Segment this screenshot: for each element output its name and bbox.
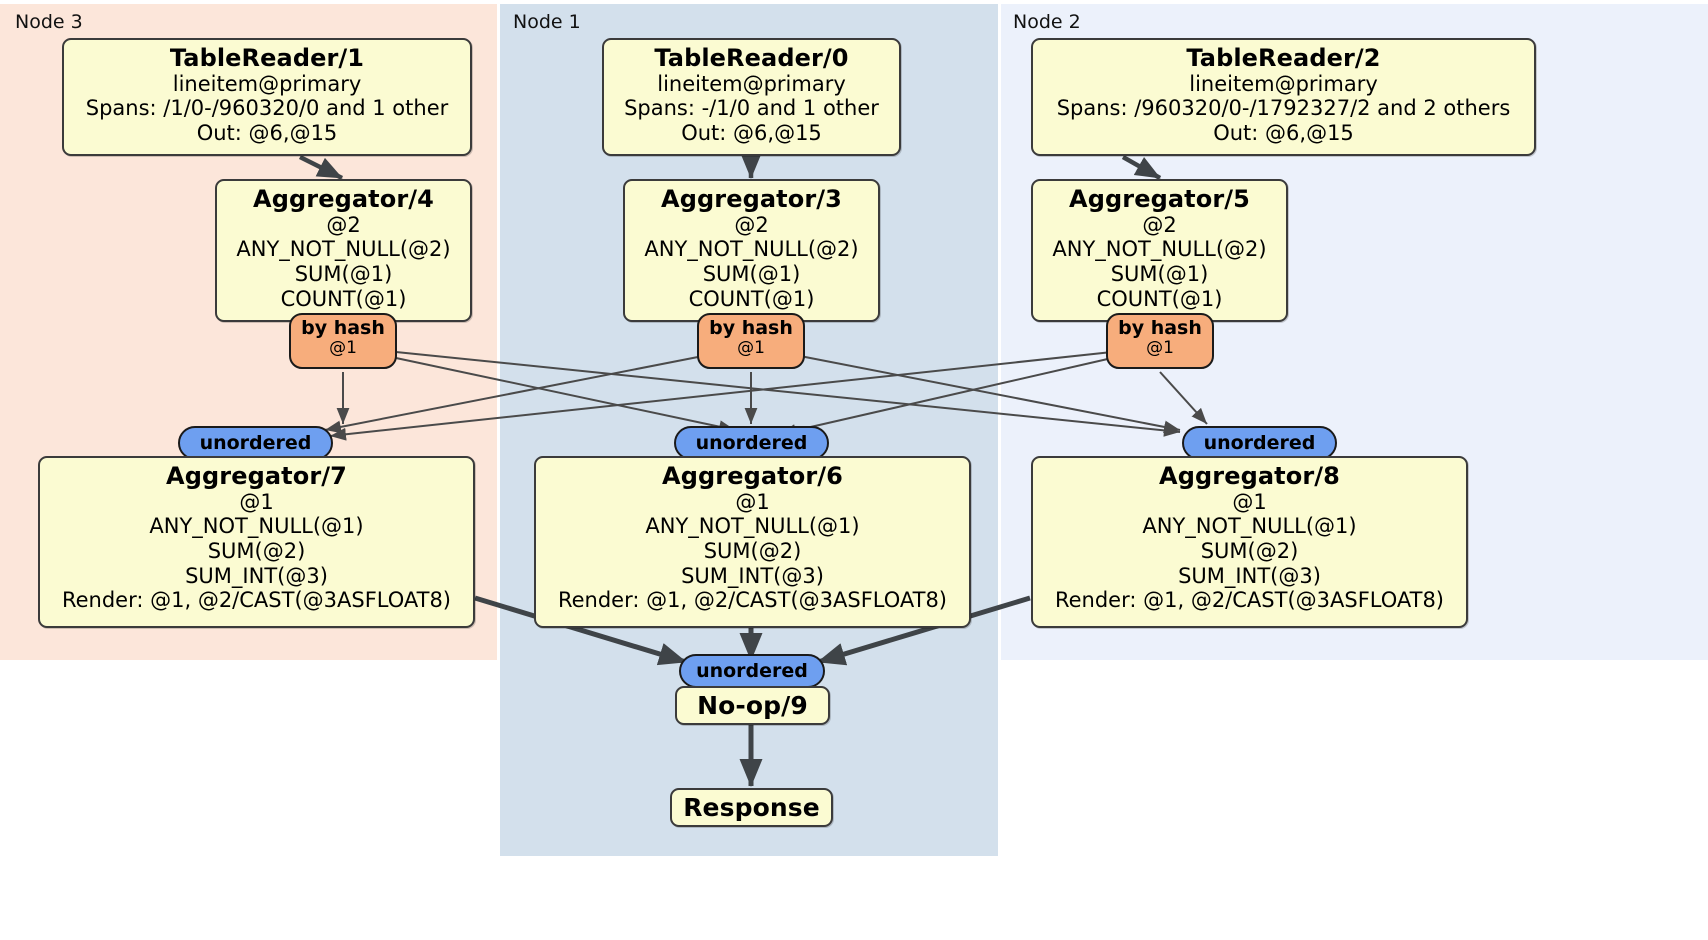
router-by-hash-middle[interactable]: by hash @1	[697, 313, 805, 369]
router-label: by hash	[709, 317, 793, 339]
processor-aggregator-7[interactable]: Aggregator/7 @1 ANY_NOT_NULL(@1) SUM(@2)…	[38, 456, 475, 628]
processor-detail-line: ANY_NOT_NULL(@1)	[645, 514, 860, 539]
processor-detail-line: SUM(@1)	[702, 262, 801, 286]
processor-title: TableReader/0	[654, 44, 849, 72]
synchronizer-unordered-left[interactable]: unordered	[178, 426, 333, 460]
processor-detail-line: SUM(@2)	[207, 539, 306, 563]
processor-detail-line: SUM_INT(@3)	[1178, 563, 1321, 588]
processor-aggregator-3[interactable]: Aggregator/3 @2 ANY_NOT_NULL(@2) SUM(@1)…	[623, 179, 880, 322]
node-label-node3: Node 3	[15, 11, 83, 33]
processor-aggregator-6[interactable]: Aggregator/6 @1 ANY_NOT_NULL(@1) SUM(@2)…	[534, 456, 971, 628]
processor-detail-line: @2	[734, 212, 769, 237]
processor-render-line: Render: @1, @2/CAST(@3ASFLOAT8)	[557, 588, 948, 613]
processor-aggregator-8[interactable]: Aggregator/8 @1 ANY_NOT_NULL(@1) SUM(@2)…	[1031, 456, 1468, 628]
router-label: by hash	[1118, 317, 1202, 339]
router-label: by hash	[301, 317, 385, 339]
processor-title: Aggregator/5	[1069, 185, 1250, 213]
processor-aggregator-4[interactable]: Aggregator/4 @2 ANY_NOT_NULL(@2) SUM(@1)…	[215, 179, 472, 322]
processor-detail-line: Spans: -/1/0 and 1 other	[624, 96, 879, 121]
processor-detail-line: COUNT(@1)	[1096, 286, 1223, 311]
processor-detail-line: SUM_INT(@3)	[185, 563, 328, 588]
synchronizer-unordered-final[interactable]: unordered	[679, 654, 825, 688]
processor-detail-line: COUNT(@1)	[280, 286, 407, 311]
processor-detail-line: COUNT(@1)	[688, 286, 815, 311]
processor-detail-line: ANY_NOT_NULL(@2)	[1052, 237, 1267, 262]
processor-title: Aggregator/6	[662, 462, 843, 490]
synchronizer-label: unordered	[696, 660, 808, 682]
processor-detail-line: ANY_NOT_NULL(@1)	[149, 514, 364, 539]
processor-detail-line: Spans: /960320/0-/1792327/2 and 2 others	[1056, 96, 1511, 121]
router-column: @1	[329, 337, 357, 358]
processor-title: Aggregator/8	[1159, 462, 1340, 490]
synchronizer-unordered-right[interactable]: unordered	[1182, 426, 1337, 460]
router-column: @1	[737, 337, 765, 358]
processor-response[interactable]: Response	[670, 788, 833, 827]
processor-detail-line: @1	[735, 489, 770, 514]
processor-aggregator-5[interactable]: Aggregator/5 @2 ANY_NOT_NULL(@2) SUM(@1)…	[1031, 179, 1288, 322]
processor-render-line: Render: @1, @2/CAST(@3ASFLOAT8)	[61, 588, 452, 613]
processor-tablereader-2[interactable]: TableReader/2 lineitem@primary Spans: /9…	[1031, 38, 1536, 156]
processor-title: TableReader/2	[1186, 44, 1381, 72]
processor-detail-line: Out: @6,@15	[681, 121, 822, 145]
processor-tablereader-1[interactable]: TableReader/1 lineitem@primary Spans: /1…	[62, 38, 472, 156]
synchronizer-label: unordered	[695, 432, 808, 454]
processor-detail-line: Out: @6,@15	[1213, 121, 1354, 145]
processor-detail-line: lineitem@primary	[1189, 71, 1378, 96]
processor-detail-line: SUM(@2)	[703, 539, 802, 563]
processor-title: TableReader/1	[169, 44, 365, 72]
processor-detail-line: ANY_NOT_NULL(@2)	[644, 237, 859, 262]
processor-detail-line: lineitem@primary	[657, 71, 846, 96]
processor-detail-line: @2	[1142, 212, 1177, 237]
processor-detail-line: Out: @6,@15	[196, 121, 338, 145]
processor-detail-line: ANY_NOT_NULL(@1)	[1142, 514, 1357, 539]
processor-title: No-op/9	[697, 690, 808, 720]
processor-detail-line: @1	[1232, 489, 1267, 514]
processor-title: Aggregator/4	[253, 185, 434, 213]
processor-detail-line: SUM_INT(@3)	[681, 563, 824, 588]
processor-detail-line: SUM(@2)	[1200, 539, 1299, 563]
processor-title: Response	[683, 792, 820, 822]
processor-title: Aggregator/3	[661, 185, 842, 213]
processor-title: Aggregator/7	[166, 462, 347, 490]
processor-detail-line: ANY_NOT_NULL(@2)	[236, 237, 451, 262]
router-column: @1	[1146, 337, 1174, 358]
processor-detail-line: lineitem@primary	[172, 71, 362, 96]
node-label-node1: Node 1	[513, 11, 581, 33]
synchronizer-label: unordered	[1203, 432, 1316, 454]
router-by-hash-left[interactable]: by hash @1	[289, 313, 397, 369]
processor-detail-line: SUM(@1)	[294, 262, 393, 286]
router-by-hash-right[interactable]: by hash @1	[1106, 313, 1214, 369]
processor-detail-line: SUM(@1)	[1110, 262, 1209, 286]
node-label-node2: Node 2	[1013, 11, 1081, 33]
synchronizer-label: unordered	[199, 432, 312, 454]
synchronizer-unordered-middle[interactable]: unordered	[674, 426, 829, 460]
processor-detail-line: Spans: /1/0-/960320/0 and 1 other	[85, 96, 449, 121]
processor-noop-9[interactable]: No-op/9	[675, 686, 830, 725]
processor-detail-line: @2	[326, 212, 361, 237]
processor-render-line: Render: @1, @2/CAST(@3ASFLOAT8)	[1054, 588, 1445, 613]
processor-tablereader-0[interactable]: TableReader/0 lineitem@primary Spans: -/…	[602, 38, 901, 156]
processor-detail-line: @1	[239, 489, 274, 514]
